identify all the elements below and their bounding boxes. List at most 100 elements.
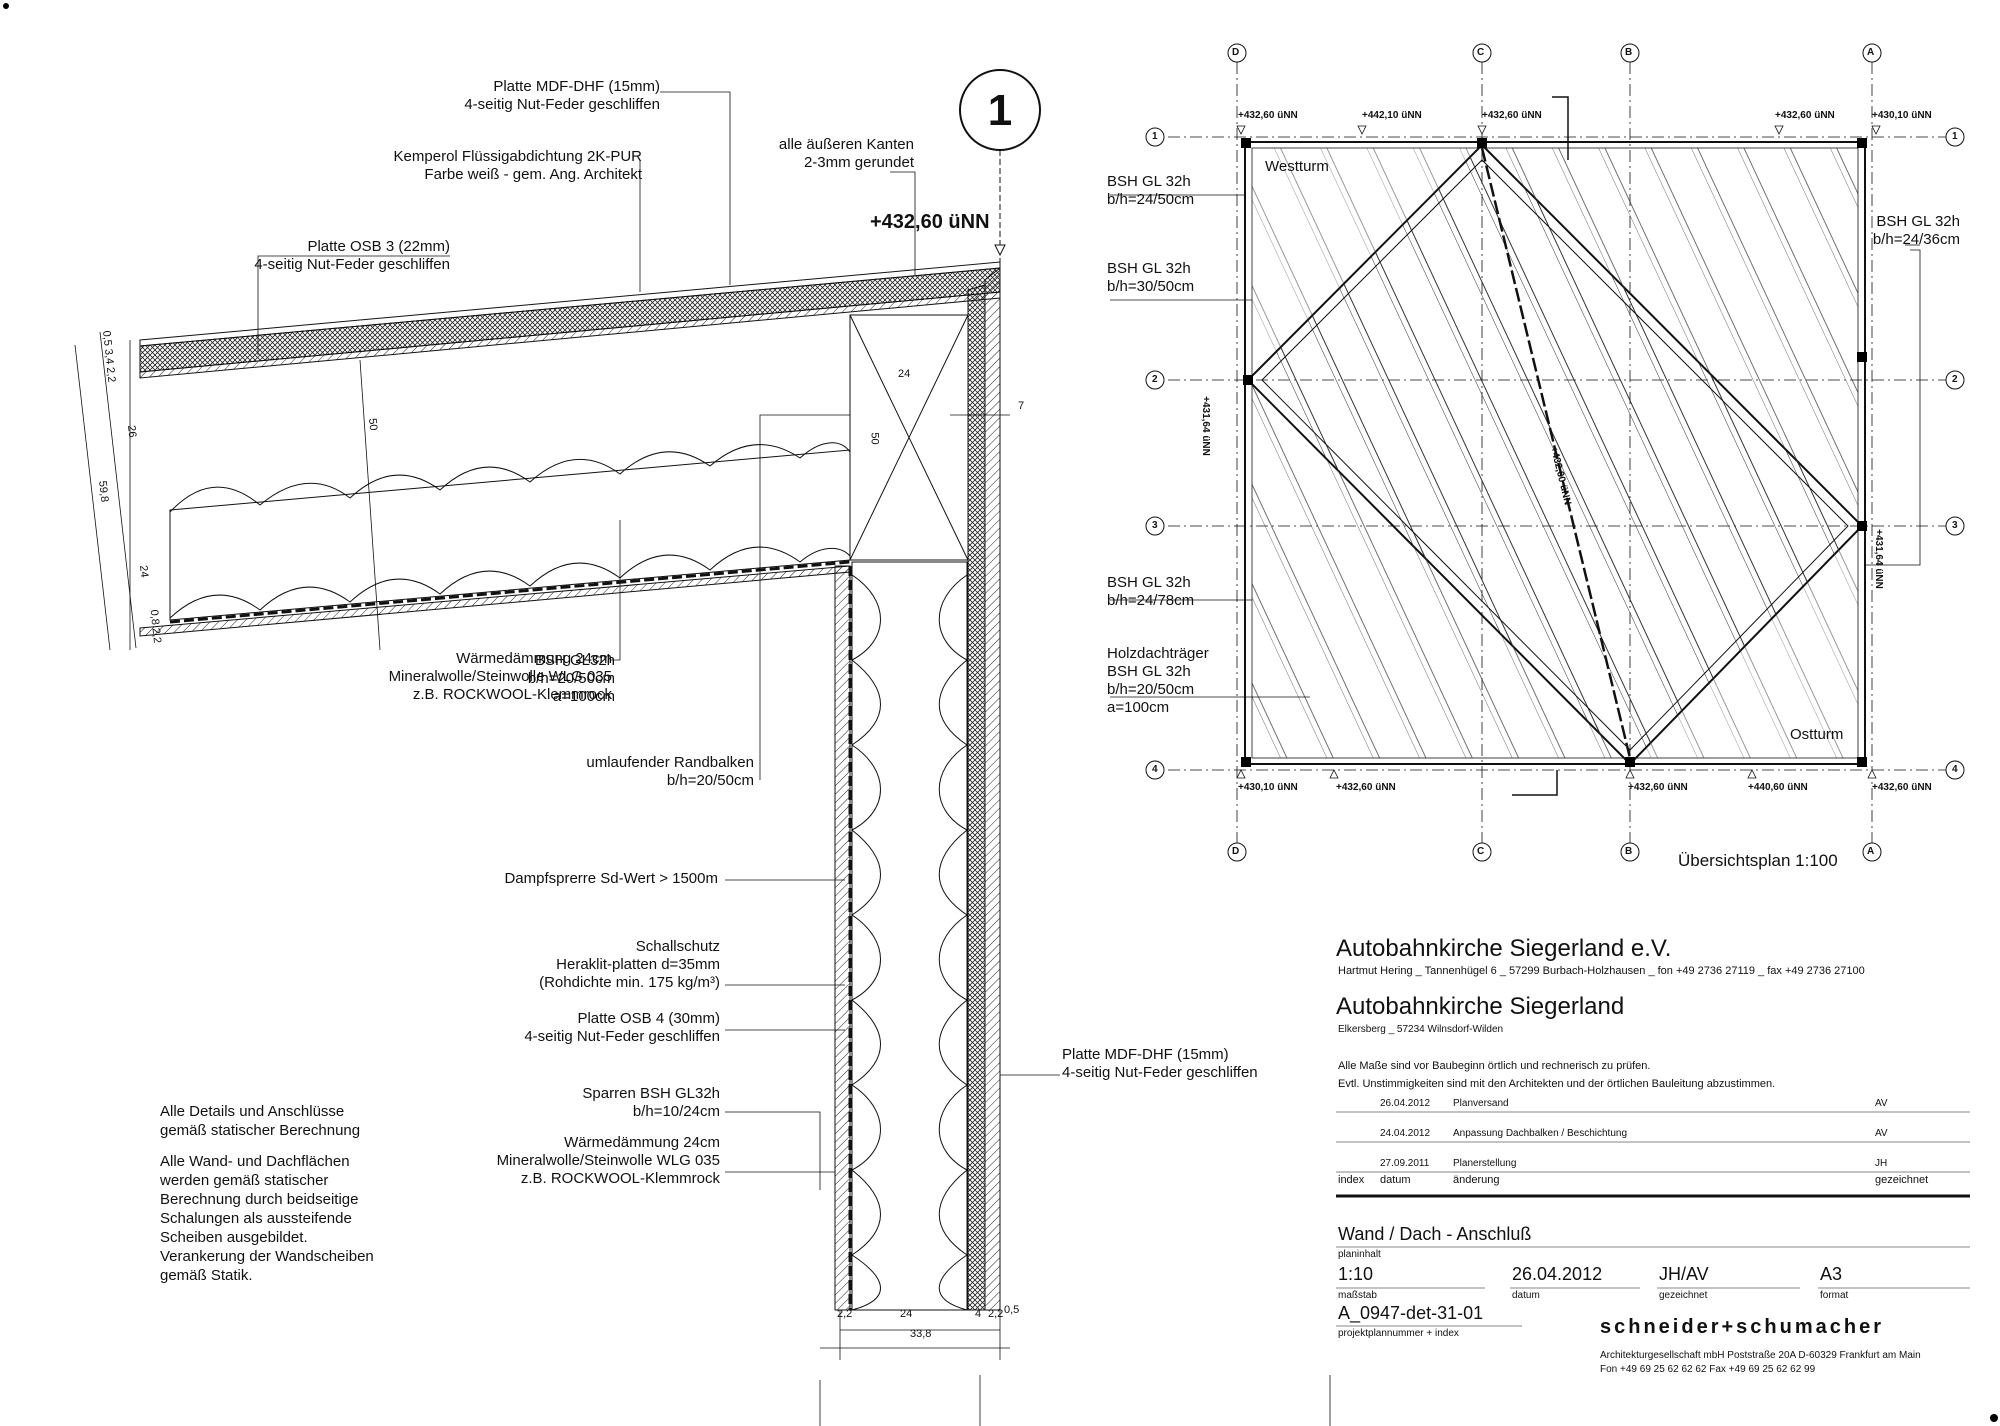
client-address: Hartmut Hering _ Tannenhügel 6 _ 57299 B… bbox=[1338, 965, 1865, 977]
axis-right-4: 4 bbox=[1952, 764, 1958, 775]
axis-bottom-d: D bbox=[1232, 846, 1240, 857]
date-label: datum bbox=[1512, 1290, 1540, 1301]
revision-text: Planerstellung bbox=[1453, 1158, 1517, 1169]
corner-dot bbox=[3, 3, 9, 9]
axis-left-2: 2 bbox=[1152, 374, 1158, 385]
plan-level-left: +431,64 üNN bbox=[1199, 396, 1211, 456]
axis-right-1: 1 bbox=[1952, 131, 1958, 142]
revision-date: 26.04.2012 bbox=[1380, 1098, 1431, 1109]
plan-number: A_0947-det-31-01 bbox=[1338, 1303, 1484, 1323]
format-value: A3 bbox=[1820, 1264, 1843, 1284]
label-dampf: Dampfsprerre Sd-Wert > 1500m bbox=[504, 870, 718, 887]
dim-26: 26 bbox=[125, 424, 139, 439]
axis-right-3: 3 bbox=[1952, 520, 1958, 531]
axis-bottom-c: C bbox=[1477, 846, 1485, 857]
label-mdf-wall: Platte MDF-DHF (15mm)4-seitig Nut-Feder … bbox=[1062, 1046, 1258, 1081]
axis-left-4: 4 bbox=[1152, 764, 1158, 775]
dim-total: 59,8 bbox=[96, 480, 111, 503]
detail-number: 1 bbox=[988, 86, 1012, 135]
revision-initials: JH bbox=[1875, 1158, 1888, 1169]
plan-level-top-2: +442,10 üNN bbox=[1362, 110, 1422, 121]
dimension-lines bbox=[74, 331, 1331, 1426]
plan-title-label: planinhalt bbox=[1338, 1249, 1381, 1260]
label-mdf-top: Platte MDF-DHF (15mm)4-seitig Nut-Feder … bbox=[464, 78, 660, 113]
dim-bottom-total: 33,8 bbox=[910, 1328, 932, 1340]
dim-bottom-1: 2,2 bbox=[837, 1308, 853, 1320]
dim-sheet: 7 bbox=[1018, 400, 1025, 412]
plan-level-top-1: +432,60 üNN bbox=[1238, 110, 1298, 121]
roof-section bbox=[139, 261, 1001, 637]
header-index: index bbox=[1338, 1174, 1365, 1186]
dim-24: 24 bbox=[137, 564, 151, 579]
project-name: Autobahnkirche Siegerland bbox=[1336, 993, 1625, 1020]
axis-top-b: B bbox=[1625, 47, 1633, 58]
plan-level-bottom-4: +440,60 üNN bbox=[1748, 782, 1808, 793]
level-label: +432,60 üNN bbox=[870, 211, 990, 233]
header-aenderung: änderung bbox=[1453, 1174, 1500, 1186]
check-note-2: Evtl. Unstimmigkeiten sind mit den Archi… bbox=[1338, 1078, 1776, 1090]
plan-level-bottom-1: +430,10 üNN bbox=[1238, 782, 1298, 793]
check-note-1: Alle Maße sind vor Baubeginn örtlich und… bbox=[1338, 1060, 1651, 1072]
office-logo: schneider+schumacher bbox=[1600, 1316, 1884, 1338]
project-address: Elkersberg _ 57234 Wilnsdorf-Wilden bbox=[1338, 1024, 1504, 1035]
axis-bubbles bbox=[1145, 43, 1965, 862]
axis-left-3: 3 bbox=[1152, 520, 1158, 531]
plan-level-bottom-2: +432,60 üNN bbox=[1336, 782, 1396, 793]
date-value: 26.04.2012 bbox=[1512, 1264, 1603, 1284]
dim-bottom-5: 0,5 bbox=[1004, 1304, 1020, 1316]
header-datum: datum bbox=[1380, 1174, 1411, 1186]
client-name: Autobahnkirche Siegerland e.V. bbox=[1336, 935, 1672, 962]
office-phone: Fon +49 69 25 62 62 62 Fax +49 69 25 62 … bbox=[1600, 1364, 1816, 1375]
axis-top-c: C bbox=[1477, 47, 1485, 58]
drawn-label: gezeichnet bbox=[1659, 1290, 1708, 1301]
plan-title: Wand / Dach - Anschluß bbox=[1338, 1224, 1532, 1244]
dim-bottom-2: 24 bbox=[900, 1308, 913, 1320]
scale-label: maßstab bbox=[1338, 1290, 1377, 1301]
plan-level-top-5: +430,10 üNN bbox=[1872, 110, 1932, 121]
header-gezeichnet: gezeichnet bbox=[1875, 1174, 1929, 1186]
plan-level-top-4: +432,60 üNN bbox=[1775, 110, 1835, 121]
label-osb3: Platte OSB 3 (22mm)4-seitig Nut-Feder ge… bbox=[254, 238, 450, 273]
scale-value: 1:10 bbox=[1338, 1264, 1374, 1284]
axis-bottom-a: A bbox=[1867, 846, 1875, 857]
axis-bottom-b: B bbox=[1625, 846, 1633, 857]
plan-caption: Übersichtsplan 1:100 bbox=[1678, 851, 1838, 870]
dim-beam: 50 bbox=[366, 417, 380, 432]
plan-level-top-3: +432,60 üNN bbox=[1482, 110, 1542, 121]
plan-level-right: +431,64 üNN bbox=[1872, 529, 1884, 589]
axis-left-1: 1 bbox=[1152, 131, 1158, 142]
wall-section bbox=[834, 266, 1001, 1311]
overview-plan bbox=[1110, 62, 1950, 845]
revision-text: Anpassung Dachbalken / Beschichtung bbox=[1453, 1128, 1628, 1139]
label-westturm: Westturm bbox=[1265, 158, 1329, 175]
label-ostturm: Ostturm bbox=[1790, 726, 1844, 743]
plan-level-bottom-3: +432,60 üNN bbox=[1628, 782, 1688, 793]
office-address: Architekturgesellschaft mbH Poststraße 2… bbox=[1600, 1350, 1921, 1361]
revision-date: 24.04.2012 bbox=[1380, 1128, 1431, 1139]
dim-box-h: 50 bbox=[868, 432, 881, 445]
revision-initials: AV bbox=[1875, 1128, 1888, 1139]
format-label: format bbox=[1820, 1290, 1849, 1301]
plan-number-label: projektplannummer + index bbox=[1338, 1328, 1459, 1339]
label-osb4: Platte OSB 4 (30mm)4-seitig Nut-Feder ge… bbox=[524, 1010, 720, 1045]
plan-level-bottom-5: +432,60 üNN bbox=[1872, 782, 1932, 793]
dim-bottom-3: 4 bbox=[975, 1308, 982, 1320]
leader-lines bbox=[257, 91, 1060, 1190]
revision-initials: AV bbox=[1875, 1098, 1888, 1109]
drawn-value: JH/AV bbox=[1659, 1264, 1709, 1284]
axis-top-d: D bbox=[1232, 47, 1240, 58]
